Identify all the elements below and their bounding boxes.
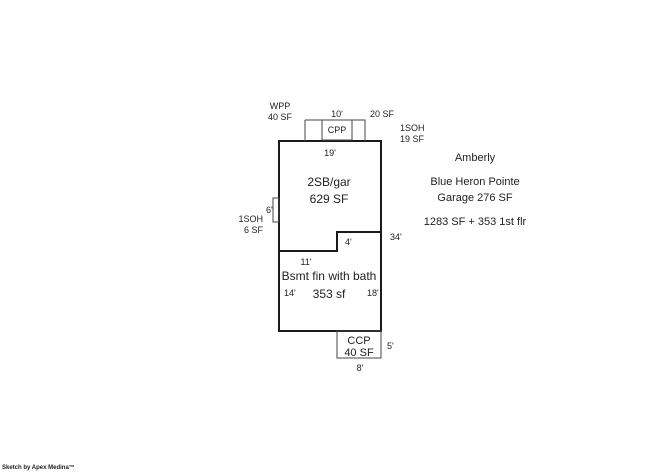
cpp-width: 10' [331, 109, 343, 119]
wpp-label: WPP [270, 101, 291, 111]
property-notes: Amberly Blue Heron Pointe Garage 276 SF … [400, 150, 550, 230]
right-height: 34' [390, 232, 402, 242]
top-strip-outline [304, 119, 366, 141]
notes-line-1: Amberly [454, 152, 496, 164]
ccp-sf: 40 SF [344, 347, 374, 359]
main-area-sf: 629 SF [310, 192, 349, 206]
notes-line-2: Blue Heron Pointe [430, 176, 520, 188]
left-soh-outline [272, 197, 280, 223]
notes-line-4: 1283 SF + 353 1st flr [423, 216, 527, 228]
notch-depth: 4' [345, 237, 352, 247]
top-width: 19' [324, 148, 336, 158]
ccp-width: 8' [357, 363, 364, 373]
floor-divider-line [279, 231, 381, 252]
top-right-label: 1SOH [400, 123, 425, 133]
sketch-credit: Sketch by Apex Medina™ [2, 465, 75, 471]
main-area-label: 2SB/gar [307, 175, 350, 189]
left-side-sf: 6 SF [244, 225, 264, 235]
lower-right-dim: 18' [367, 288, 379, 298]
ccp-side-dim: 5' [387, 341, 394, 351]
left-side-label: 1SOH [238, 214, 263, 224]
top-right-sf2: 19 SF [400, 134, 425, 144]
wpp-sf: 40 SF [268, 112, 293, 122]
cpp-porch-outline [321, 119, 353, 141]
lower-left-dim: 14' [284, 288, 296, 298]
ccp-outline [336, 330, 382, 359]
ccp-label: CCP [347, 335, 370, 347]
main-building-outline [278, 140, 382, 332]
lower-area-sf: 353 sf [313, 287, 346, 301]
cpp-label: CPP [328, 125, 347, 135]
lower-area-label: Bsmt fin with bath [282, 269, 377, 283]
notes-line-3: Garage 276 SF [437, 192, 513, 204]
top-right-sf: 20 SF [370, 109, 395, 119]
left-side-dim: 6' [266, 205, 273, 215]
notch-width: 11' [300, 257, 311, 267]
